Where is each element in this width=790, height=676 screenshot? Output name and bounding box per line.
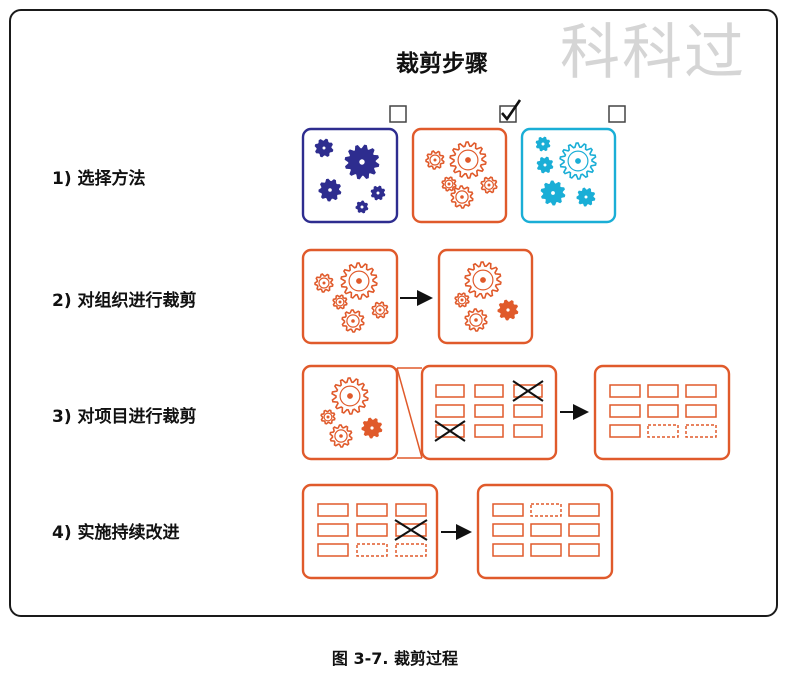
gear-icon: [536, 156, 554, 174]
activity-cell: [317, 543, 349, 557]
activity-cell: [685, 384, 717, 398]
activity-cell: [647, 404, 679, 418]
activity-cell: [530, 523, 562, 537]
gear-cluster-org-before: [314, 262, 389, 333]
gear-icon: [540, 180, 566, 206]
method-checkbox-2: [499, 99, 522, 123]
activity-cell: [492, 543, 524, 557]
watermark: 科科过: [560, 18, 746, 88]
gear-icon: [329, 424, 353, 448]
activity-cell: [317, 503, 349, 517]
gear-icon: [425, 150, 445, 170]
gear-icon: [318, 178, 342, 202]
gear-icon: [355, 200, 369, 214]
activity-cell: [530, 543, 562, 557]
activity-cell: [513, 424, 543, 438]
step-3-label: 3) 对项目进行裁剪: [52, 407, 197, 427]
gear-icon: [371, 301, 389, 319]
gear-icon: [314, 138, 334, 158]
gear-icon: [576, 187, 596, 207]
figure-caption: 图 3-7. 裁剪过程: [331, 649, 459, 668]
activity-grid-improve-before: [317, 503, 428, 557]
gear-icon: [344, 144, 380, 180]
cross-mark-icon: [512, 380, 544, 402]
gear-icon: [340, 262, 378, 300]
gear-icon: [464, 261, 502, 299]
activity-cell: [474, 384, 504, 398]
activity-cell: [356, 523, 388, 537]
activity-cell: [435, 404, 465, 418]
activity-cell: [492, 503, 524, 517]
gear-icon: [454, 292, 470, 308]
omitted-activity-cell: [647, 424, 679, 438]
gear-icon: [320, 409, 336, 425]
activity-cell: [568, 523, 600, 537]
gear-cluster-project: [320, 377, 383, 448]
activity-cell: [685, 404, 717, 418]
gear-icon: [370, 185, 386, 201]
activity-cell: [568, 503, 600, 517]
activity-grid-improve-after: [492, 503, 600, 557]
check-mark-icon: [501, 99, 522, 122]
gear-icon: [441, 176, 457, 192]
omitted-activity-cell: [395, 543, 427, 557]
gear-icon: [361, 417, 383, 439]
activity-cell: [513, 404, 543, 418]
method-checkbox-3: [608, 105, 626, 123]
cross-mark-icon: [434, 420, 466, 442]
method-option-navy: [301, 127, 399, 224]
step-2-label: 2) 对组织进行裁剪: [52, 291, 197, 311]
removed-activity-cell: [434, 420, 466, 442]
activity-cell: [609, 404, 641, 418]
omitted-activity-cell: [356, 543, 388, 557]
activity-cell: [474, 424, 504, 438]
activity-cell: [647, 384, 679, 398]
activity-cell: [609, 384, 641, 398]
cross-mark-icon: [394, 519, 428, 541]
activity-cell: [435, 384, 465, 398]
gear-icon: [464, 308, 488, 332]
activity-grid-project-after: [609, 384, 717, 438]
gear-cluster-orange: [425, 141, 498, 209]
gear-icon: [450, 185, 474, 209]
activity-cell: [492, 523, 524, 537]
activity-cell: [395, 503, 427, 517]
zoom-connector-lines: [396, 367, 423, 459]
gear-icon: [331, 377, 369, 415]
omitted-activity-cell: [685, 424, 717, 438]
step-4-label: 4) 实施持续改进: [52, 523, 180, 543]
activity-cell: [568, 543, 600, 557]
activity-grid-project-before: [434, 380, 544, 442]
gear-icon: [497, 299, 519, 321]
diagram-title: 裁剪步骤: [396, 51, 488, 77]
removed-activity-cell: [394, 519, 428, 541]
activity-cell: [474, 404, 504, 418]
org-process-before: [301, 248, 399, 345]
activity-cell: [609, 424, 641, 438]
gear-icon: [314, 273, 334, 293]
gear-cluster-org-after: [454, 261, 519, 332]
gear-icon: [449, 141, 487, 179]
gear-cluster-cyan: [535, 136, 597, 207]
activity-cell: [317, 523, 349, 537]
method-checkbox-1: [389, 105, 407, 123]
step-1-label: 1) 选择方法: [52, 169, 146, 189]
gear-icon: [341, 309, 365, 333]
gear-icon: [480, 176, 498, 194]
removed-activity-cell: [512, 380, 544, 402]
gear-icon: [559, 142, 597, 180]
activity-cell: [356, 503, 388, 517]
gear-icon: [332, 294, 348, 310]
gear-icon: [535, 136, 551, 152]
omitted-activity-cell: [530, 503, 562, 517]
gear-cluster-navy: [314, 138, 386, 214]
